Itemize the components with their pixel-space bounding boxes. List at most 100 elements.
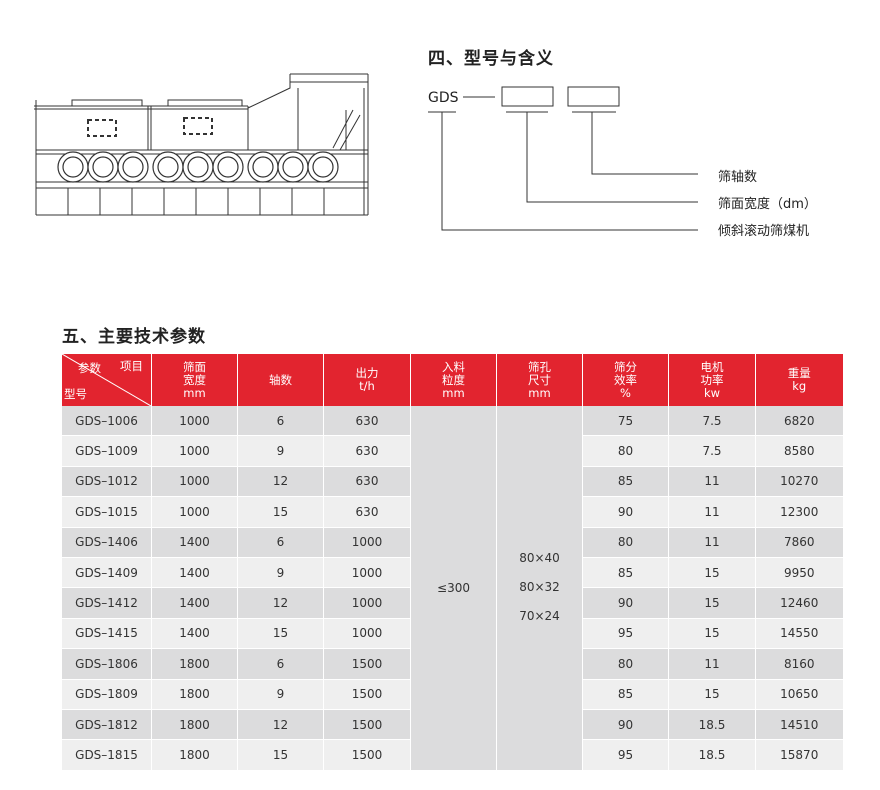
cell-motor-power: 11: [668, 496, 756, 528]
cell-weight: 6820: [755, 406, 843, 437]
cell-model: GDS–1006: [62, 406, 152, 437]
cell-weight: 9950: [755, 557, 843, 589]
cell-output: 630: [323, 466, 411, 498]
cell-motor-power: 11: [668, 527, 756, 558]
cell-model: GDS–1009: [62, 435, 152, 467]
header-axes: 轴数: [237, 354, 324, 406]
corner-params-label: 参数: [78, 361, 101, 375]
cell-width: 1800: [151, 709, 238, 741]
cell-weight: 8580: [755, 435, 843, 467]
cell-efficiency: 80: [582, 527, 669, 558]
cell-weight: 8160: [755, 648, 843, 680]
cell-axes: 15: [237, 496, 324, 528]
cell-efficiency: 95: [582, 618, 669, 650]
cell-axes: 15: [237, 739, 324, 771]
cell-model: GDS–1809: [62, 679, 152, 710]
cell-output: 630: [323, 435, 411, 467]
cell-output: 630: [323, 496, 411, 528]
cell-output: 1000: [323, 587, 411, 619]
cell-weight: 15870: [755, 739, 843, 771]
cell-motor-power: 11: [668, 466, 756, 498]
cell-axes: 6: [237, 648, 324, 680]
cell-model: GDS–1812: [62, 709, 152, 741]
cell-width: 1800: [151, 739, 238, 771]
cell-model: GDS–1012: [62, 466, 152, 498]
cell-model: GDS–1806: [62, 648, 152, 680]
cell-width: 1400: [151, 527, 238, 558]
cell-weight: 10650: [755, 679, 843, 710]
cell-model: GDS–1815: [62, 739, 152, 771]
corner-header: 参数 项目 型号: [62, 354, 152, 406]
cell-motor-power: 7.5: [668, 435, 756, 467]
cell-efficiency: 90: [582, 496, 669, 528]
cell-model: GDS–1412: [62, 587, 152, 619]
cell-width: 1400: [151, 618, 238, 650]
cell-output: 630: [323, 406, 411, 437]
cell-weight: 7860: [755, 527, 843, 558]
cell-motor-power: 15: [668, 679, 756, 710]
cell-model: GDS–1015: [62, 496, 152, 528]
cell-efficiency: 95: [582, 739, 669, 771]
cell-width: 1400: [151, 587, 238, 619]
cell-efficiency: 75: [582, 406, 669, 437]
meaning-machine-type: 倾斜滚动筛煤机: [718, 224, 810, 239]
header-efficiency: 筛分效率%: [582, 354, 669, 406]
model-meaning-heading: 四、型号与含义: [428, 49, 554, 69]
cell-width: 1000: [151, 496, 238, 528]
cell-axes: 6: [237, 406, 324, 437]
cell-efficiency: 90: [582, 587, 669, 619]
cell-efficiency: 85: [582, 557, 669, 589]
cell-width: 1000: [151, 406, 238, 437]
cell-efficiency: 80: [582, 435, 669, 467]
cell-output: 1500: [323, 679, 411, 710]
cell-axes: 12: [237, 709, 324, 741]
cell-axes: 9: [237, 557, 324, 589]
cell-model: GDS–1409: [62, 557, 152, 589]
cell-weight: 14550: [755, 618, 843, 650]
meaning-shaft-count: 筛轴数: [718, 170, 758, 185]
model-prefix: GDS: [428, 90, 459, 106]
cell-motor-power: 11: [668, 648, 756, 680]
tech-params-heading: 五、主要技术参数: [62, 327, 206, 347]
feed-size-value: ≤300: [437, 580, 470, 595]
cell-axes: 15: [237, 618, 324, 650]
cell-output: 1000: [323, 618, 411, 650]
cell-feed-size: ≤300: [410, 406, 497, 771]
cell-output: 1000: [323, 557, 411, 589]
cell-output: 1500: [323, 739, 411, 771]
cell-weight: 12300: [755, 496, 843, 528]
corner-items-label: 项目: [120, 359, 143, 373]
cell-model: GDS–1406: [62, 527, 152, 558]
cell-output: 1000: [323, 527, 411, 558]
cell-motor-power: 18.5: [668, 739, 756, 771]
cell-axes: 6: [237, 527, 324, 558]
cell-weight: 10270: [755, 466, 843, 498]
cell-width: 1000: [151, 435, 238, 467]
cell-output: 1500: [323, 648, 411, 680]
model-meaning-diagram: [428, 86, 698, 231]
cell-axes: 12: [237, 466, 324, 498]
screen-machine-drawing: [34, 73, 369, 216]
screen-hole-value: 70×24: [519, 609, 560, 624]
cell-width: 1000: [151, 466, 238, 498]
cell-width: 1800: [151, 648, 238, 680]
screen-hole-value: 80×40: [519, 551, 560, 566]
cell-motor-power: 18.5: [668, 709, 756, 741]
cell-motor-power: 7.5: [668, 406, 756, 437]
